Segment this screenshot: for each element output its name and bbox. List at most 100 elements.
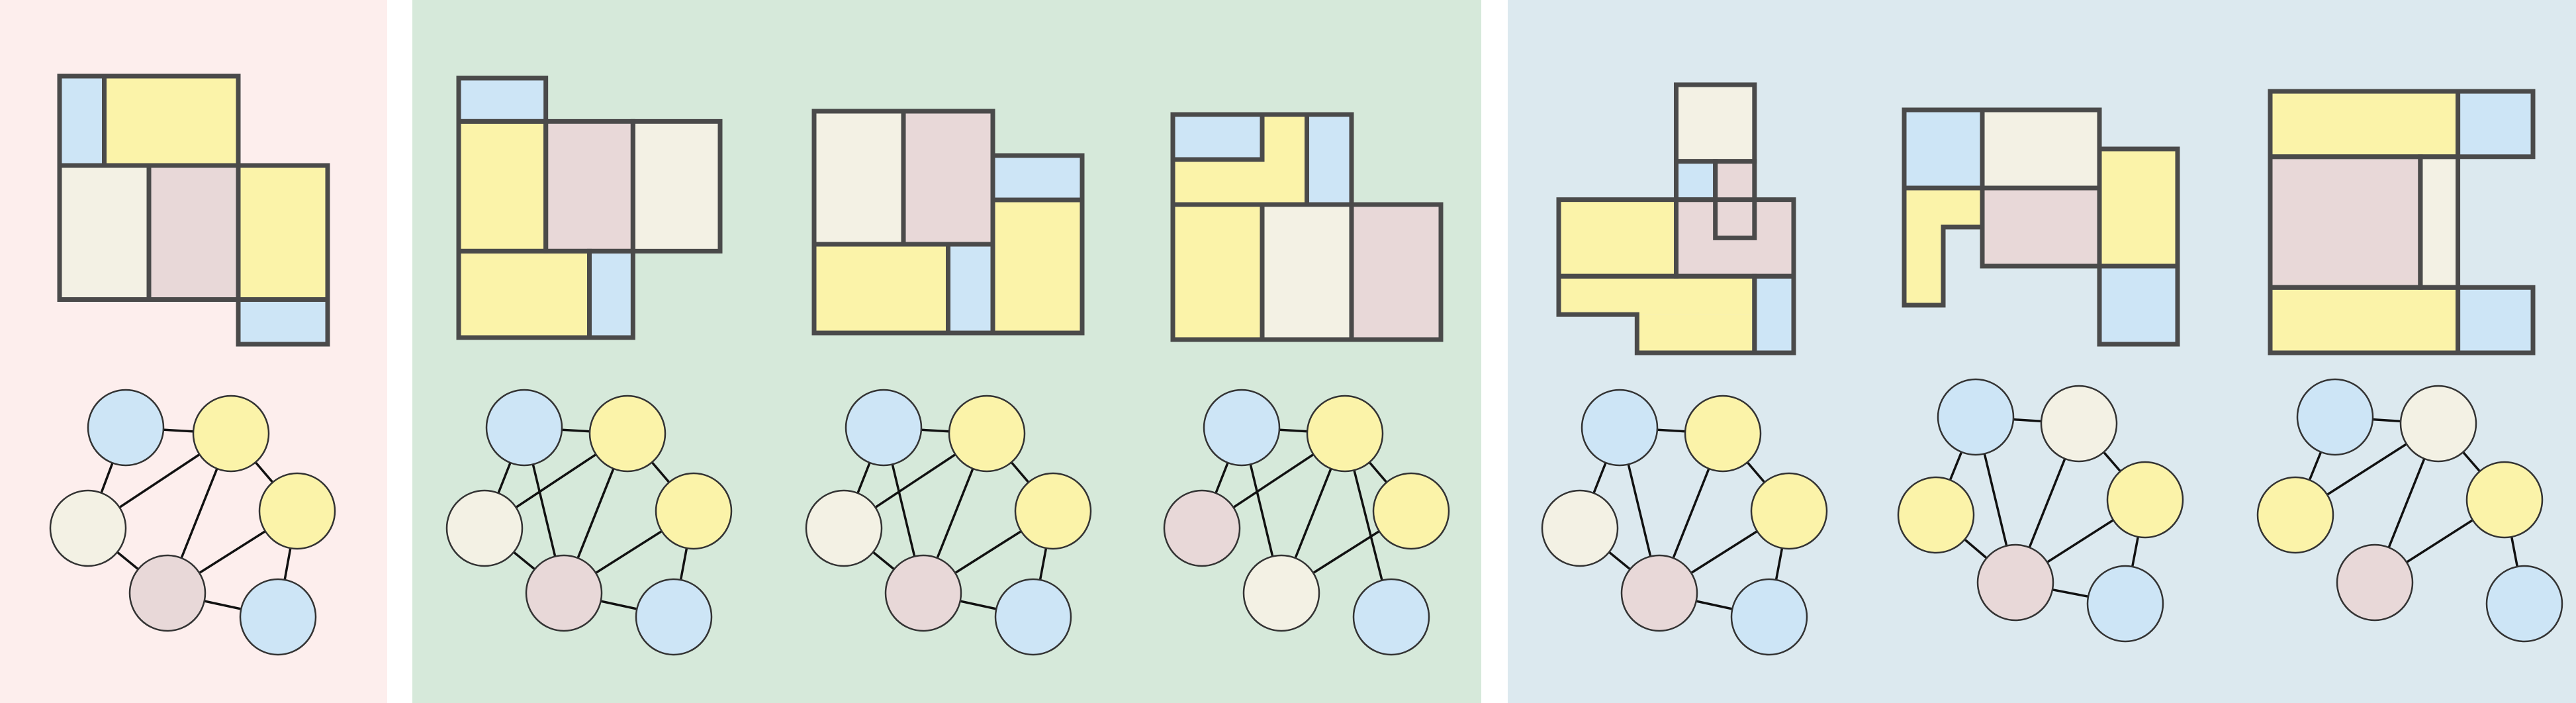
room-fill <box>1173 205 1262 340</box>
room-blue <box>589 251 633 338</box>
room-fill <box>238 165 328 300</box>
room-fill <box>545 121 633 252</box>
graph-node-blue <box>239 578 317 656</box>
room-fill <box>2420 156 2458 288</box>
room-blue <box>1754 276 1794 353</box>
room-cream <box>1676 85 1755 162</box>
graph-node-blue <box>1730 578 1808 656</box>
room-yellow <box>814 244 948 333</box>
floor-plan <box>57 73 330 347</box>
graph-node-yellow <box>588 395 667 473</box>
room-yellow <box>1904 188 1982 305</box>
adjacency-graph <box>445 389 733 656</box>
room-yellow <box>2270 287 2458 353</box>
room-fill <box>1676 161 1716 200</box>
room-fill <box>1676 85 1755 162</box>
room-blue <box>1307 115 1352 205</box>
floor-plan <box>1170 112 1444 342</box>
room-fill <box>60 165 149 300</box>
graph-node-blue <box>1352 578 1430 656</box>
room-outline <box>2268 285 2461 355</box>
room-blue <box>238 299 328 344</box>
graph-node-cream <box>49 489 127 567</box>
graph-node-blue <box>1581 389 1659 467</box>
room-fill <box>993 200 1082 333</box>
graph-node-cream <box>2399 385 2477 463</box>
floor-plan <box>1902 107 2180 347</box>
room-fill <box>1262 205 1352 340</box>
room-fill <box>238 299 328 344</box>
graph-node-cream <box>1541 489 1619 567</box>
room-yellow <box>1173 115 1307 205</box>
diagram-4 <box>1163 112 1450 656</box>
room-yellow <box>1559 199 1677 277</box>
graph-node-pink <box>128 554 207 632</box>
graph-node-yellow <box>1372 472 1450 550</box>
graph-node-blue <box>2485 565 2563 643</box>
diagram-5 <box>1541 82 1828 656</box>
graph-node-yellow <box>2256 476 2334 554</box>
room-blue <box>993 156 1082 200</box>
room-yellow <box>993 200 1082 333</box>
graph-node-cream <box>1242 554 1320 632</box>
room-fill <box>2099 149 2178 266</box>
room-yellow <box>2270 91 2458 157</box>
room-fill <box>2270 91 2458 157</box>
room-fill <box>459 121 546 252</box>
room-fill <box>1904 227 1943 305</box>
diagram-3 <box>805 109 1092 656</box>
room-pink <box>545 121 633 252</box>
graph-node-pink <box>1976 543 2054 622</box>
adjacency-graph <box>49 389 336 656</box>
graph-node-pink <box>1163 489 1241 567</box>
room-yellow <box>238 165 328 300</box>
room-fill <box>2270 156 2420 288</box>
room-outline <box>2456 89 2536 160</box>
diagram-1 <box>49 73 336 656</box>
room-pink <box>903 111 993 244</box>
room-fill <box>1754 276 1794 353</box>
room-yellow <box>1559 276 1755 353</box>
floor-plan <box>1556 82 1796 355</box>
room-outline <box>2097 263 2180 347</box>
room-fill <box>1559 199 1677 277</box>
room-fill <box>459 78 546 122</box>
diagram-6 <box>1897 107 2184 643</box>
graph-node-pink <box>884 554 962 632</box>
room-blue <box>60 76 105 165</box>
graph-node-yellow <box>1684 395 1762 473</box>
room-cream <box>633 121 720 252</box>
room-fill <box>2458 287 2533 353</box>
adjacency-graph <box>1897 378 2184 643</box>
room-fill <box>633 121 720 252</box>
room-fill <box>104 76 238 165</box>
room-blue <box>2458 91 2533 157</box>
room-fill <box>903 111 993 244</box>
room-pink <box>149 165 238 300</box>
room-fill <box>1982 110 2099 188</box>
room-fill <box>589 251 633 338</box>
room-cream <box>2420 156 2458 288</box>
graph-node-yellow <box>948 395 1026 473</box>
room-pink <box>1982 188 2099 266</box>
room-fill <box>1262 115 1307 160</box>
room-fill <box>1173 115 1262 160</box>
room-yellow <box>2099 149 2178 266</box>
room-outline <box>587 248 635 340</box>
graph-node-blue <box>994 578 1072 656</box>
room-cream <box>60 165 149 300</box>
graph-node-blue <box>2296 378 2374 456</box>
room-fill <box>1982 188 2099 266</box>
room-fill <box>948 244 993 333</box>
room-cream <box>1982 110 2099 188</box>
graph-node-yellow <box>192 395 270 473</box>
room-fill <box>814 111 903 244</box>
room-blue <box>2099 266 2178 344</box>
room-fill <box>1637 314 1755 353</box>
room-fill <box>1559 276 1755 315</box>
room-blue <box>2458 287 2533 353</box>
graph-node-yellow <box>655 472 733 550</box>
room-fill <box>1352 205 1441 340</box>
floor-plan <box>2268 89 2536 355</box>
graph-node-yellow <box>2106 461 2184 539</box>
